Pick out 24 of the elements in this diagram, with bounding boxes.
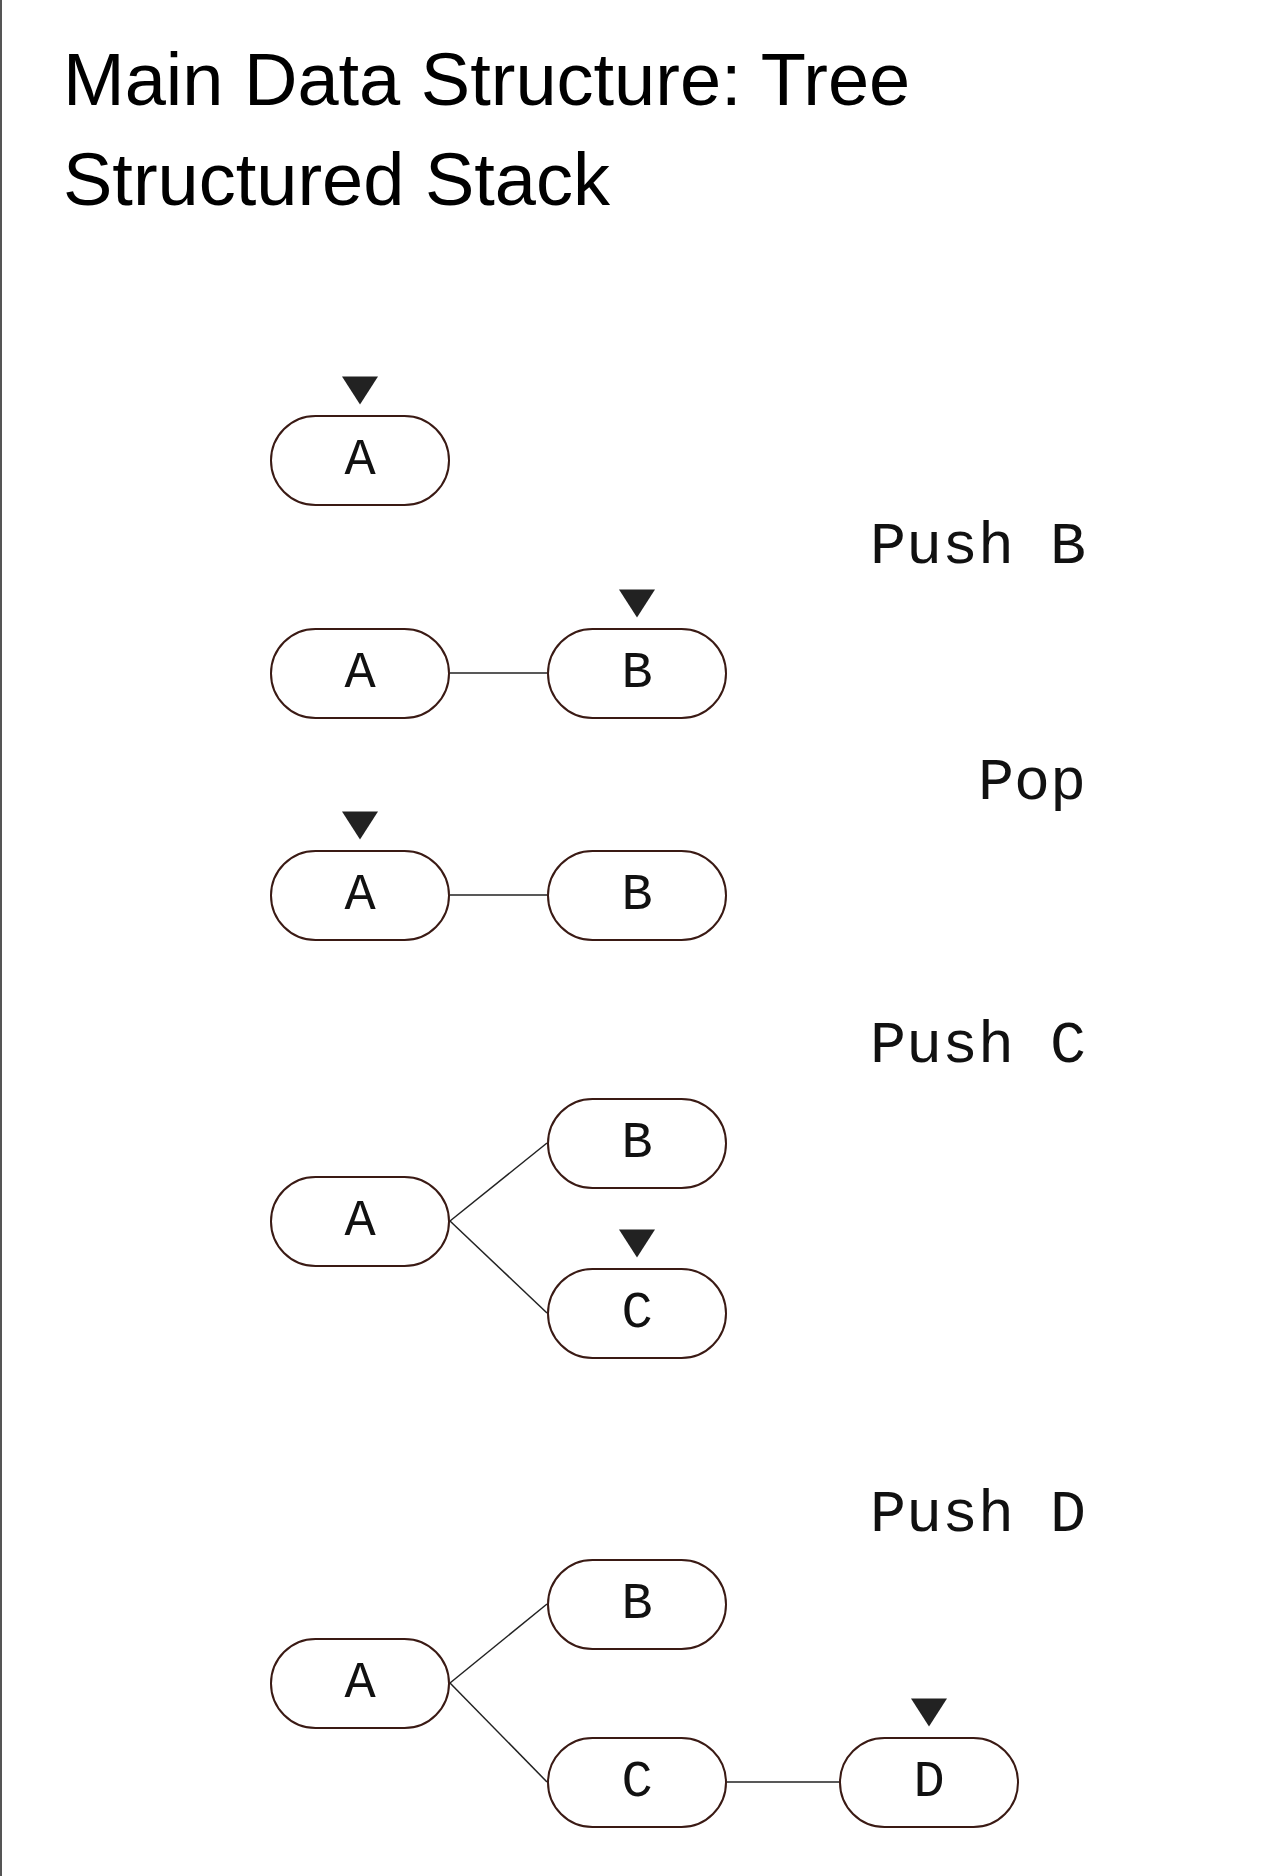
stack-node: A xyxy=(270,414,450,506)
connector-line xyxy=(449,1682,548,1783)
stack-node: B xyxy=(547,849,727,941)
title: Main Data Structure: Tree Structured Stack xyxy=(63,37,912,223)
connector-line xyxy=(449,1603,548,1684)
connector-line xyxy=(726,1781,840,1783)
operation-label: Pop xyxy=(977,749,1086,817)
connector-line xyxy=(449,894,548,896)
operation-label: Push C xyxy=(869,1012,1086,1080)
stack-node: A xyxy=(270,1637,450,1729)
stack-node: A xyxy=(270,627,450,719)
stack-node: D xyxy=(839,1736,1019,1828)
stack-node: A xyxy=(270,1175,450,1267)
stack-node: A xyxy=(270,849,450,941)
stack-node: B xyxy=(547,1558,727,1650)
connector-line xyxy=(449,1142,548,1222)
stack-node: B xyxy=(547,627,727,719)
stack-node: C xyxy=(547,1736,727,1828)
operation-label: Push B xyxy=(869,513,1086,581)
stack-node: B xyxy=(547,1097,727,1189)
connector-line xyxy=(449,672,548,674)
stack-node: C xyxy=(547,1267,727,1359)
operation-label: Push D xyxy=(869,1481,1086,1549)
connector-line xyxy=(449,1220,548,1314)
